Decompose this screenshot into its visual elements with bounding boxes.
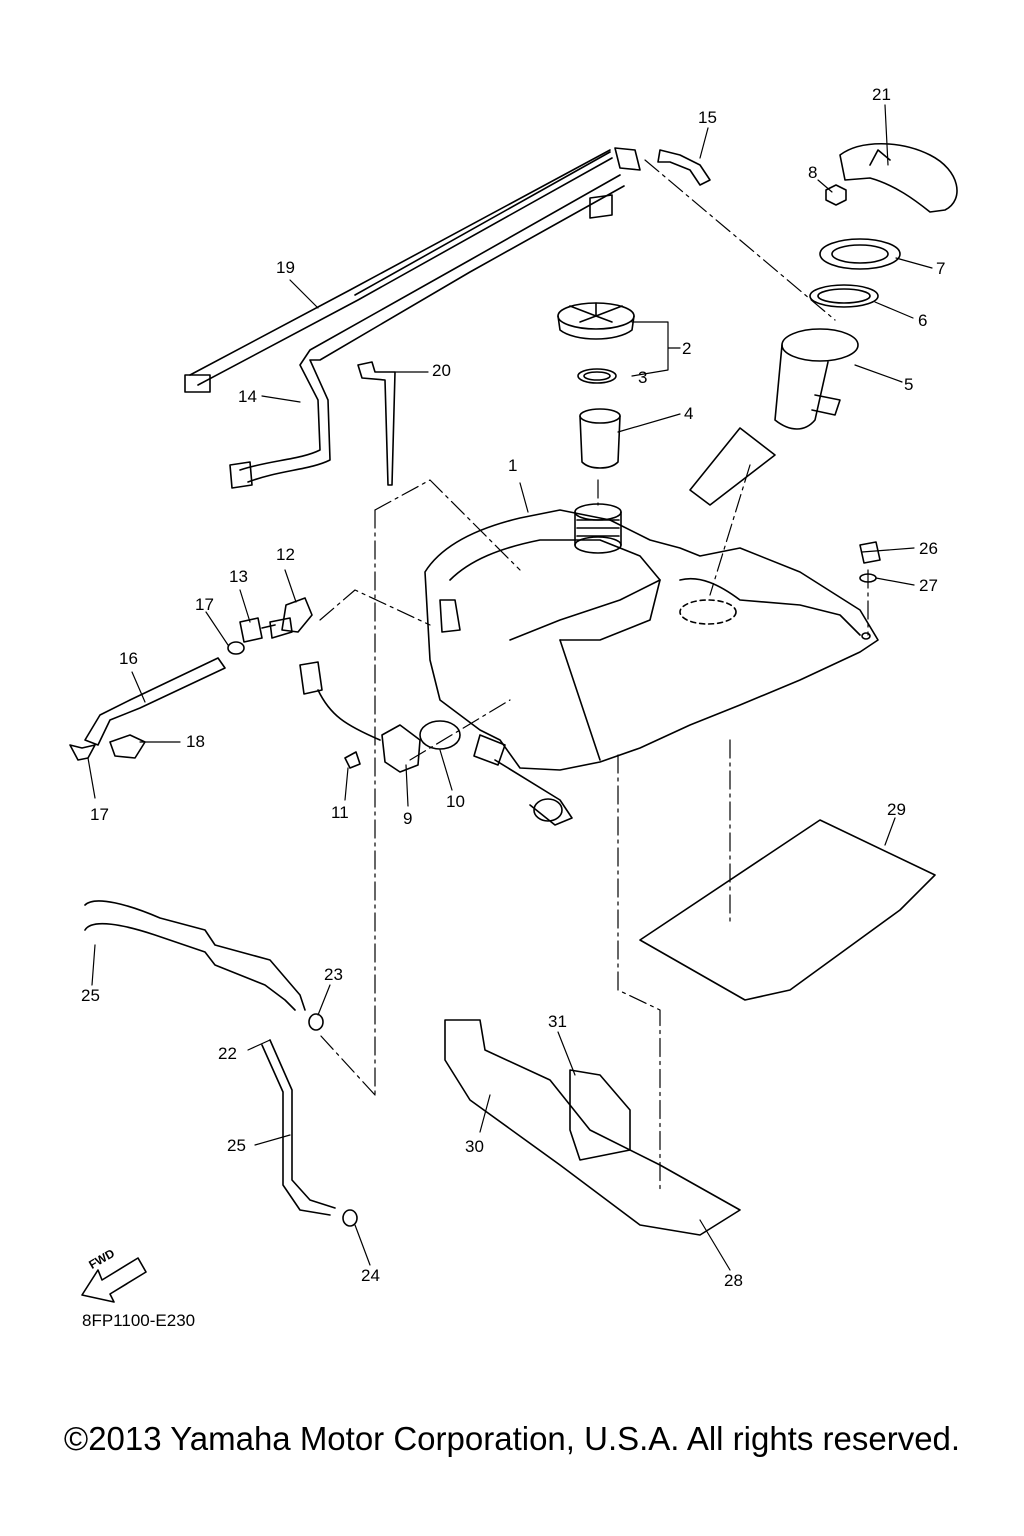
callout-30: 30	[465, 1137, 484, 1156]
hose-clip	[109, 734, 146, 759]
callout-22: 22	[218, 1044, 237, 1063]
callout-21: 21	[872, 85, 891, 104]
assembly-lines	[319, 159, 869, 1191]
fuel-pump	[689, 328, 859, 506]
callout-17-upper: 17	[195, 595, 214, 614]
sender-gasket	[419, 720, 461, 750]
callout-31: 31	[548, 1012, 567, 1031]
overflow-clamp-lower	[342, 1209, 358, 1227]
protector-plate	[569, 1069, 631, 1161]
sender-screw	[344, 751, 361, 769]
callout-8: 8	[808, 163, 818, 182]
callout-5: 5	[904, 375, 914, 394]
diagram-reference-code: 8FP1100-E230	[82, 1311, 196, 1330]
callout-29: 29	[887, 800, 906, 819]
fuel-cock-screw	[239, 617, 276, 643]
callout-20: 20	[432, 361, 451, 380]
callout-13: 13	[229, 567, 248, 586]
fuel-sender	[299, 661, 573, 826]
callout-14: 14	[238, 387, 257, 406]
callout-6: 6	[918, 311, 928, 330]
callout-17-lower: 17	[90, 805, 109, 824]
callout-27: 27	[919, 576, 938, 595]
forward-arrow-icon	[81, 1257, 147, 1303]
callout-2: 2	[682, 339, 692, 358]
callout-16: 16	[119, 649, 138, 668]
callout-15: 15	[698, 108, 717, 127]
callout-10: 10	[446, 792, 465, 811]
callout-19: 19	[276, 258, 295, 277]
callout-11: 11	[331, 803, 349, 822]
pump-retainer	[839, 142, 958, 213]
callout-24: 24	[361, 1266, 380, 1285]
hose-clamp-lower	[69, 744, 96, 761]
copyright-notice: ©2013 Yamaha Motor Corporation, U.S.A. A…	[63, 1420, 961, 1457]
fuel-cock	[269, 597, 313, 639]
fuel-hose	[84, 657, 226, 746]
cable-tie	[357, 361, 396, 486]
o-ring	[809, 284, 879, 308]
callout-3: 3	[638, 368, 648, 387]
callout-26: 26	[919, 539, 938, 558]
callout-7: 7	[936, 259, 946, 278]
cap-gasket	[577, 368, 617, 384]
pump-plate	[819, 238, 901, 270]
hose-clamp-upper	[227, 641, 245, 655]
protector-right	[639, 819, 936, 1001]
overflow-clamp-upper	[308, 1013, 324, 1031]
callout-18: 18	[186, 732, 205, 751]
drain-plug	[859, 541, 881, 564]
strainer	[579, 408, 621, 469]
overflow-hose	[84, 900, 336, 1216]
breather-hoses	[184, 147, 641, 489]
callout-25-upper: 25	[81, 986, 100, 1005]
callout-23: 23	[324, 965, 343, 984]
callout-9: 9	[403, 809, 413, 828]
hose-clamp	[657, 149, 711, 186]
fuel-tank	[424, 509, 879, 771]
tank-cap	[557, 302, 635, 340]
protector-lower	[444, 1019, 741, 1236]
callout-4: 4	[684, 404, 694, 423]
callout-12: 12	[276, 545, 295, 564]
leader-lines	[87, 104, 933, 1271]
nut	[825, 184, 847, 206]
callout-25-lower: 25	[227, 1136, 246, 1155]
callout-28: 28	[724, 1271, 743, 1290]
callout-1: 1	[508, 456, 518, 475]
